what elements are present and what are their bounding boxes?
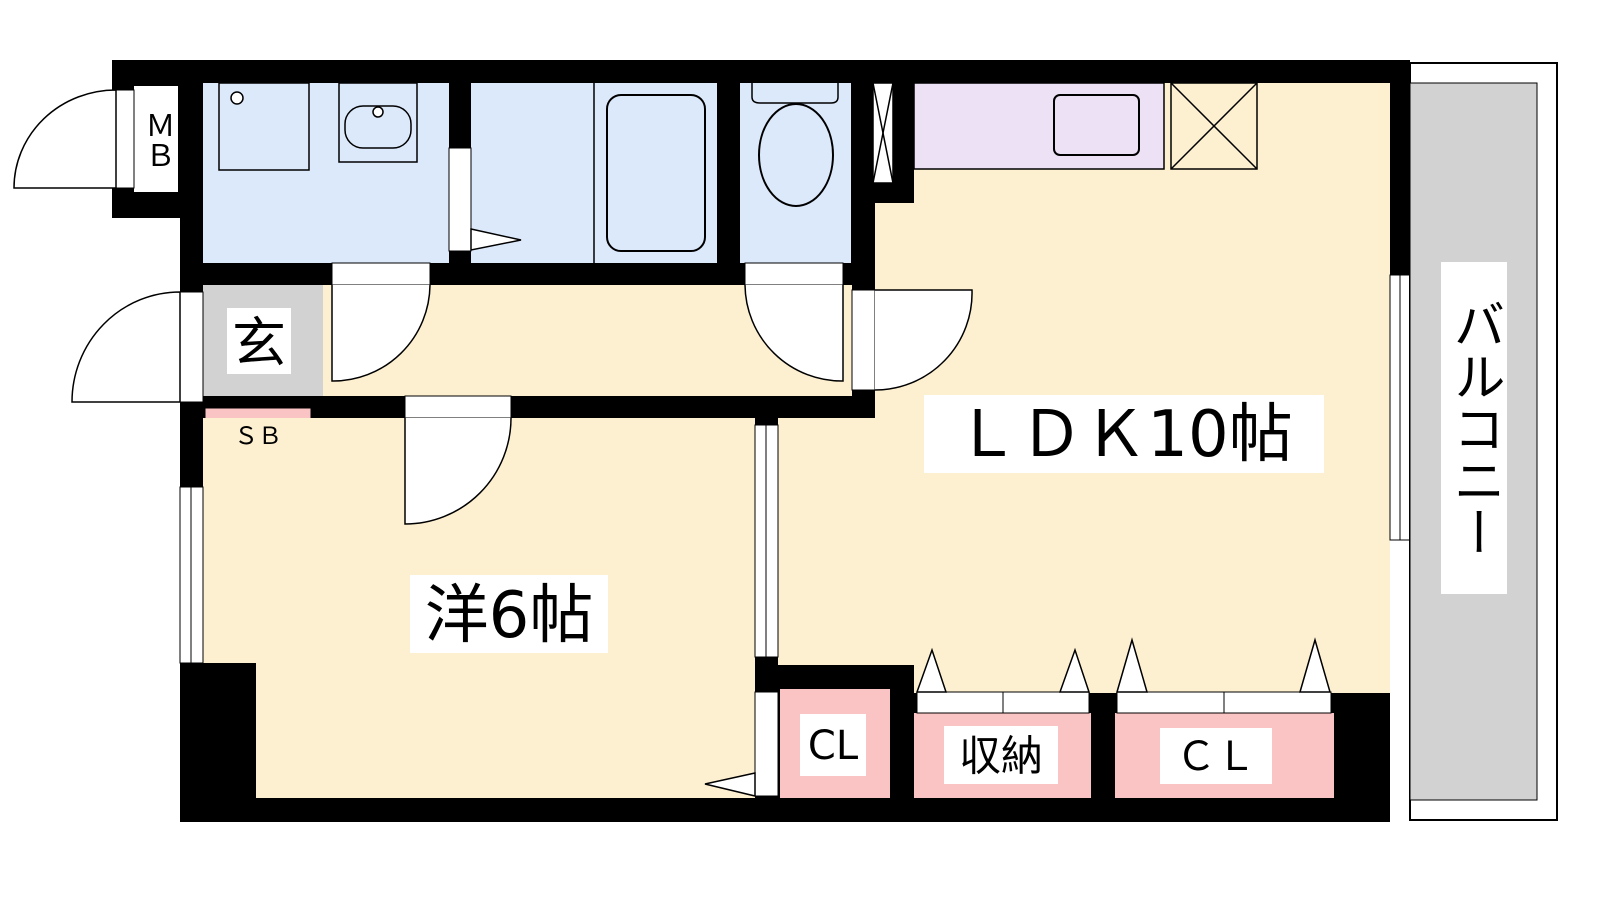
washroom-door-arc <box>331 284 431 382</box>
vanity-counter <box>338 82 418 163</box>
closet-large-label: ＣＬ <box>1176 734 1256 780</box>
washroom-floor <box>203 83 449 263</box>
front-door-frame <box>179 291 204 403</box>
closet-door-swing-right <box>1299 637 1331 693</box>
washing-machine-space <box>218 82 310 171</box>
balcony-label-bg <box>1441 262 1507 594</box>
room-door-opening <box>404 395 512 419</box>
bath-door-swing <box>470 228 522 251</box>
kitchen-sink <box>1053 94 1140 156</box>
toilet-door-arc <box>744 284 844 382</box>
balcony-label: バルコニー <box>1444 298 1504 558</box>
mb-box <box>134 86 178 192</box>
mb-label: ＭＢ <box>140 110 175 170</box>
closet-small-label-bg <box>800 714 866 776</box>
western-room-pillar <box>180 663 256 822</box>
closet-door-swing <box>704 772 756 797</box>
storage-door-swing-right <box>1058 647 1091 693</box>
closet-large-label-bg <box>1160 728 1272 784</box>
toilet-bowl <box>758 103 834 207</box>
toilet-door-opening <box>744 262 844 286</box>
faucet-icon <box>372 106 384 118</box>
wall-notch-right <box>1390 540 1410 822</box>
mb-exterior-door-arc <box>13 89 117 189</box>
storage-label-bg <box>944 726 1058 784</box>
bath-door-frame <box>448 147 472 252</box>
hall-ldk-door-opening <box>851 289 876 391</box>
room-door-arc <box>404 417 512 525</box>
vanity-basin <box>344 105 412 149</box>
front-door-arc <box>71 291 181 403</box>
refrigerator-cross-b <box>1170 82 1258 170</box>
washroom-door-opening <box>331 262 431 286</box>
shoe-box-label: ＳＢ <box>234 422 282 450</box>
entrance-label-bg <box>227 308 291 374</box>
entrance-label: 玄 <box>232 312 286 375</box>
closet-door-swing-left <box>1116 637 1148 693</box>
ldk-label: ＬＤＫ10帖 <box>955 398 1292 472</box>
toilet-tank <box>751 83 839 104</box>
western-room-label: 洋6帖 <box>425 579 594 653</box>
ldk-door-arc <box>874 289 973 391</box>
toilet-floor <box>740 83 851 263</box>
bathtub <box>606 94 706 252</box>
closet-small-label: CL <box>808 723 859 769</box>
ldk-floor-lower <box>778 418 875 665</box>
mb-door-frame <box>115 89 135 189</box>
western-label-bg <box>410 575 608 653</box>
pipe-space-cross-b <box>872 82 894 184</box>
closet-door-opening <box>754 691 779 797</box>
storage-label: 収納 <box>959 732 1043 781</box>
ldk-label-bg <box>924 395 1324 473</box>
storage-door-swing-left <box>915 647 948 693</box>
drain-icon <box>230 91 244 105</box>
